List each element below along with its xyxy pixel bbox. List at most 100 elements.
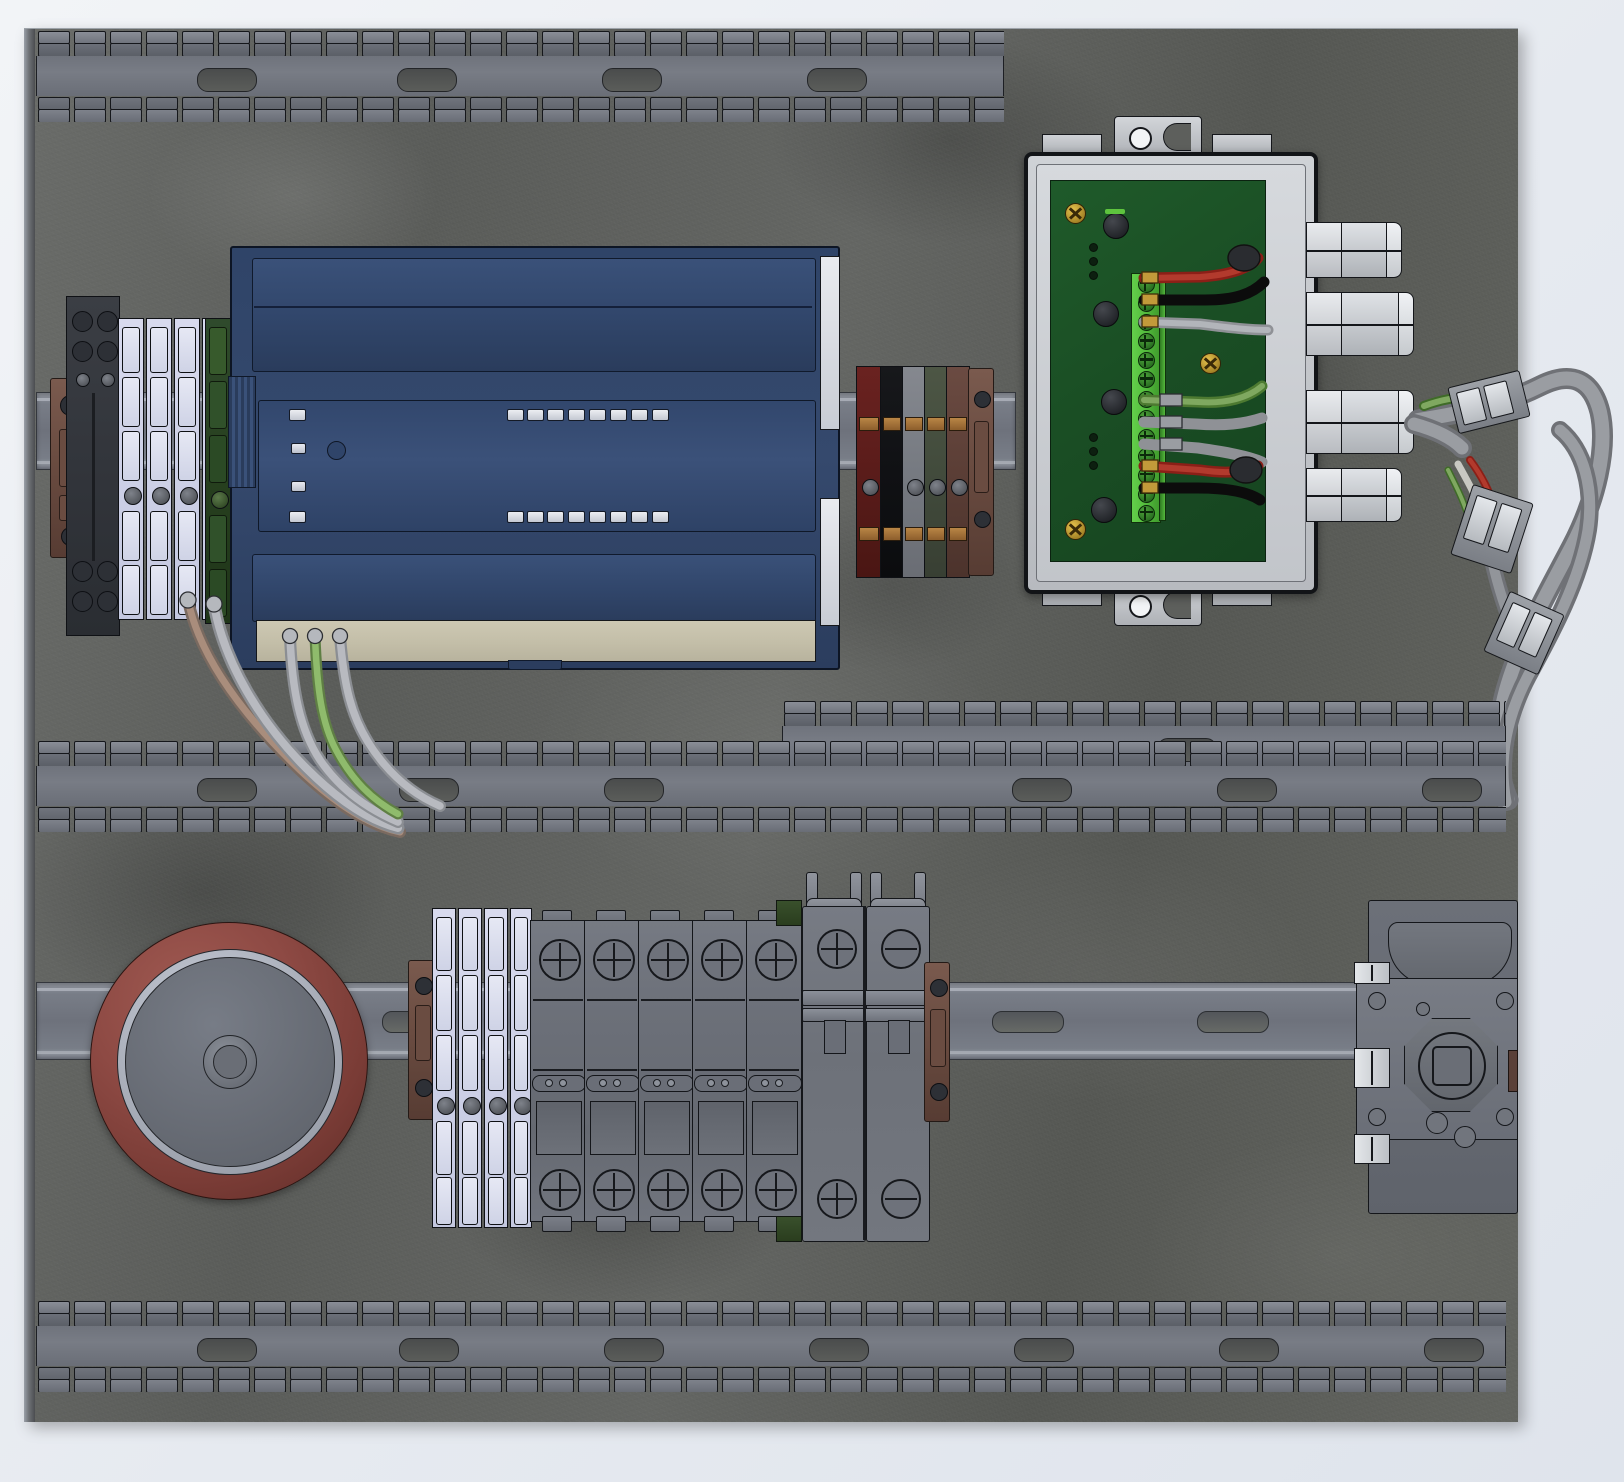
terminal-screw[interactable] [862, 479, 879, 496]
fuse-carrier-window[interactable] [536, 1101, 582, 1155]
fuse-bank-ground-accent[interactable] [776, 900, 802, 926]
pcb-terminal-screw[interactable] [1138, 371, 1155, 389]
terminal-screw[interactable] [907, 479, 924, 496]
terminal-block-feedthrough[interactable] [484, 908, 508, 1228]
terminal-port[interactable] [462, 917, 478, 971]
power-supply-rail-clip[interactable] [820, 498, 840, 626]
fuse-terminal-screw[interactable] [755, 1169, 797, 1211]
terminal-port[interactable] [72, 561, 93, 582]
ground-port[interactable] [209, 515, 227, 563]
terminal-screw[interactable] [929, 479, 946, 496]
fuse-holder-pole[interactable] [746, 920, 802, 1222]
terminal-port[interactable] [514, 1035, 528, 1091]
ground-port[interactable] [209, 327, 227, 375]
terminal-block-green[interactable] [924, 366, 948, 578]
fuse-terminal-screw[interactable] [701, 1169, 743, 1211]
breaker-terminal-screw[interactable] [817, 1179, 857, 1219]
disconnect-rail-clip[interactable] [1354, 962, 1390, 984]
terminal-screw[interactable] [101, 373, 115, 387]
fuse-holder-pole[interactable] [584, 920, 640, 1222]
terminal-port[interactable] [462, 1177, 478, 1225]
terminal-block-feedthrough[interactable] [510, 908, 532, 1228]
terminal-port[interactable] [488, 975, 504, 1031]
breaker-terminal-screw[interactable] [817, 929, 857, 969]
terminal-block-brown[interactable] [946, 366, 970, 578]
terminal-end-bracket-breaker[interactable] [924, 962, 950, 1122]
fuse-terminal-screw[interactable] [755, 939, 797, 981]
terminal-block-red[interactable] [856, 366, 882, 578]
terminal-screw[interactable] [463, 1097, 481, 1115]
pcb-terminal-strip[interactable] [1131, 273, 1161, 523]
fuse-holder-pole[interactable] [530, 920, 586, 1222]
fuse-holder-bank[interactable] [530, 900, 802, 1242]
terminal-port[interactable] [514, 975, 528, 1031]
terminal-port[interactable] [514, 1177, 528, 1225]
pcb-mount-screw[interactable] [1200, 353, 1221, 374]
disconnect-rail-clip[interactable] [1354, 1134, 1390, 1164]
pcb-terminal-screw[interactable] [1138, 466, 1155, 484]
power-supply-rail-clip[interactable] [820, 256, 840, 430]
power-supply-terminal-base[interactable] [256, 620, 816, 662]
terminal-port[interactable] [178, 511, 196, 561]
pcb-terminal-screw[interactable] [1138, 428, 1155, 446]
terminal-port[interactable] [436, 975, 452, 1031]
pcb-terminal-screw[interactable] [1138, 390, 1155, 408]
terminal-port[interactable] [462, 1121, 478, 1175]
terminal-block-feedthrough[interactable] [458, 908, 482, 1228]
terminal-port[interactable] [122, 565, 140, 615]
terminal-port[interactable] [150, 565, 168, 615]
terminal-port[interactable] [72, 341, 93, 362]
terminal-port[interactable] [178, 431, 196, 481]
terminal-block-feedthrough[interactable] [174, 318, 200, 620]
breaker-terminal-screw[interactable] [881, 1179, 921, 1219]
fuse-carrier-window[interactable] [590, 1101, 636, 1155]
fuse-terminal-screw[interactable] [593, 1169, 635, 1211]
ground-screw[interactable] [211, 491, 229, 509]
terminal-port[interactable] [488, 917, 504, 971]
cable-gland[interactable] [1306, 292, 1414, 356]
terminal-end-bracket-right[interactable] [968, 368, 994, 576]
fuse-terminal-screw[interactable] [593, 939, 635, 981]
terminal-block-feedthrough[interactable] [432, 908, 456, 1228]
terminal-port[interactable] [72, 311, 93, 332]
terminal-block-gray[interactable] [902, 366, 926, 578]
terminal-port[interactable] [122, 511, 140, 561]
pcb-terminal-screw[interactable] [1138, 333, 1155, 351]
power-supply-front-panel[interactable] [258, 400, 816, 532]
fuse-terminal-screw[interactable] [539, 1169, 581, 1211]
terminal-block-feedthrough[interactable] [146, 318, 172, 620]
terminal-port[interactable] [462, 1035, 478, 1091]
pcb-terminal-screw[interactable] [1138, 447, 1155, 465]
rotary-disconnect-switch[interactable] [1354, 900, 1518, 1214]
terminal-port[interactable] [462, 975, 478, 1031]
adjustment-potentiometer[interactable] [327, 441, 346, 460]
fuse-carrier-window[interactable] [698, 1101, 744, 1155]
terminal-port[interactable] [178, 565, 196, 615]
terminal-block-test-point[interactable] [66, 296, 120, 636]
disconnect-rail-clip[interactable] [1354, 1048, 1390, 1088]
breaker-toggle-handle[interactable] [802, 1008, 930, 1022]
pcb-terminal-screw[interactable] [1138, 352, 1155, 370]
terminal-port[interactable] [97, 341, 118, 362]
cable-gland[interactable] [1306, 390, 1414, 454]
pcb-terminal-screw[interactable] [1138, 505, 1155, 522]
terminal-screw[interactable] [951, 479, 968, 496]
terminal-port[interactable] [72, 591, 93, 612]
fuse-terminal-screw[interactable] [701, 939, 743, 981]
terminal-port[interactable] [97, 561, 118, 582]
din-power-supply[interactable] [228, 246, 840, 670]
terminal-screw[interactable] [489, 1097, 507, 1115]
terminal-port[interactable] [150, 327, 168, 373]
fuse-carrier-window[interactable] [752, 1101, 798, 1155]
breaker-pole[interactable] [866, 906, 930, 1242]
junction-box-enclosure[interactable] [1024, 152, 1318, 594]
fuse-terminal-screw[interactable] [647, 1169, 689, 1211]
terminal-block-feedthrough[interactable] [118, 318, 144, 620]
breaker-terminal-screw[interactable] [881, 929, 921, 969]
ground-port[interactable] [209, 435, 227, 483]
breaker-toggle-handle[interactable] [802, 990, 930, 1006]
terminal-screw[interactable] [437, 1097, 455, 1115]
fuse-terminal-screw[interactable] [539, 939, 581, 981]
pcb-terminal-screw[interactable] [1138, 295, 1155, 313]
ground-port[interactable] [209, 569, 227, 617]
